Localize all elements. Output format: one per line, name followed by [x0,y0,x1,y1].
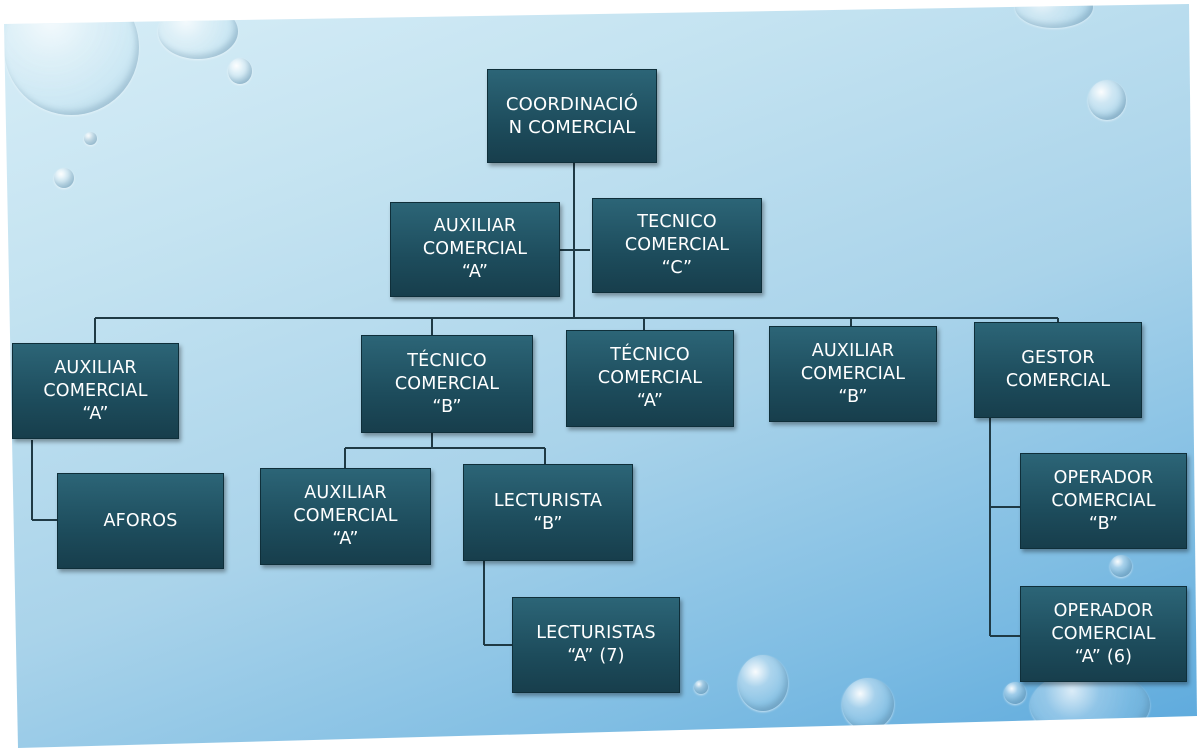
water-drop-decoration [694,680,708,694]
node-auxiliar-comercial-a-left: AUXILIAR COMERCIAL “A” [12,343,179,439]
node-auxiliar-comercial-a-top: AUXILIAR COMERCIAL “A” [390,202,560,297]
water-drop-decoration [1004,682,1026,704]
node-operador-comercial-a: OPERADOR COMERCIAL “A” (6) [1020,586,1187,682]
node-auxiliar-comercial-a-sub: AUXILIAR COMERCIAL “A” [260,468,431,565]
node-coordinacion-comercial: COORDINACIÓ N COMERCIAL [487,69,657,163]
node-tecnico-comercial-b: TÉCNICO COMERCIAL “B” [361,335,533,433]
water-drop-decoration [1110,555,1132,577]
node-operador-comercial-b: OPERADOR COMERCIAL “B” [1020,453,1187,549]
node-tecnico-comercial-a: TÉCNICO COMERCIAL “A” [566,330,734,427]
node-gestor-comercial: GESTOR COMERCIAL [974,322,1142,418]
water-drop-decoration [228,58,252,84]
water-drop-decoration [54,168,74,188]
water-drop-decoration [1088,80,1126,120]
water-drop-decoration [84,132,97,145]
water-drop-decoration [842,678,894,730]
node-tecnico-comercial-c: TECNICO COMERCIAL “C” [592,198,762,293]
node-lecturista-b: LECTURISTA “B” [463,464,633,561]
node-lecturistas-a: LECTURISTAS “A” (7) [512,597,680,693]
node-auxiliar-comercial-b: AUXILIAR COMERCIAL “B” [769,326,937,422]
node-aforos: AFOROS [57,473,224,569]
water-drop-decoration [738,655,788,711]
